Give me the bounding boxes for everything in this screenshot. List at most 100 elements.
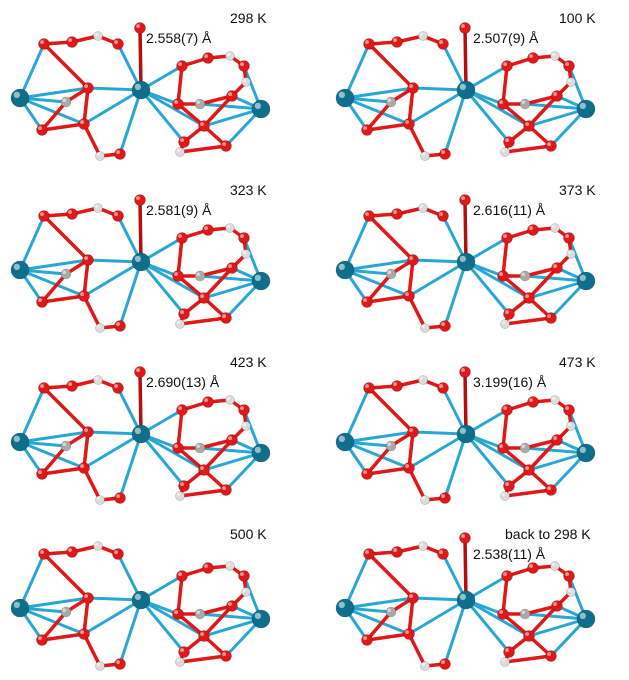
atom-highlight [529, 398, 533, 402]
oxygen-atom [551, 262, 563, 274]
oxygen-atom [437, 210, 449, 222]
atom-highlight [551, 562, 555, 566]
bond [18, 386, 46, 444]
bond [18, 606, 86, 636]
carbon-atom [385, 606, 397, 618]
bond [527, 451, 588, 472]
atom-highlight [553, 602, 557, 606]
atom-highlight [254, 612, 261, 619]
structure-panel-473k: 473 K 3.199(16) Å [333, 350, 629, 510]
atom-highlight [240, 572, 244, 576]
atom-highlight [338, 601, 345, 608]
oxygen-atom [563, 404, 575, 416]
metal-atom [576, 271, 596, 291]
bond [82, 294, 102, 330]
atom-highlight [503, 406, 507, 410]
atom-highlight [38, 298, 42, 302]
bond [367, 386, 415, 434]
atom-highlight [503, 572, 507, 576]
bond [82, 632, 102, 668]
oxygen-atom [503, 308, 515, 320]
oxygen-atom [176, 60, 188, 72]
atom-highlight [363, 126, 367, 130]
oxygen-atom [66, 546, 78, 558]
atom-highlight [240, 62, 244, 66]
oxygen-atom [36, 468, 48, 480]
atom-highlight [222, 652, 226, 656]
atom-highlight [240, 234, 244, 238]
atom-highlight [567, 78, 571, 83]
atom-highlight [441, 660, 445, 664]
oxygen-atom [563, 570, 575, 582]
bond [407, 86, 415, 126]
bond [176, 612, 206, 638]
bond-distance-label: 2.616(11) Å [473, 202, 546, 218]
bond [82, 430, 90, 470]
atoms-group [10, 366, 271, 505]
carbon-atom [385, 268, 397, 280]
bond [42, 214, 90, 262]
bond [82, 260, 143, 298]
metal-atom [131, 252, 151, 272]
bond [118, 260, 143, 328]
bond [40, 610, 68, 642]
oxygen-atom [238, 232, 250, 244]
atom-highlight [525, 122, 529, 126]
atom-highlight [409, 594, 413, 598]
atom-highlight [242, 588, 246, 592]
bond [176, 64, 184, 106]
metal-atom [456, 252, 476, 272]
oxygen-atom [226, 600, 238, 612]
metal-atom [10, 88, 30, 108]
atom-highlight [180, 648, 184, 652]
bond [527, 279, 588, 300]
atom-highlight [228, 264, 232, 268]
oxygen-atom [503, 646, 515, 658]
atom-highlight [242, 422, 246, 426]
atom-highlight [116, 322, 120, 326]
atom-highlight [68, 548, 72, 552]
oxygen-atom [38, 210, 50, 222]
atom-highlight [547, 142, 551, 146]
bond [527, 94, 559, 128]
hydrogen-atom [175, 657, 185, 667]
carbon-atom [519, 608, 531, 620]
atom-highlight [204, 226, 208, 230]
bond [464, 598, 531, 638]
atom-highlight [459, 593, 466, 600]
atom-highlight [116, 660, 120, 664]
atom-highlight [178, 572, 182, 576]
atom-highlight [387, 98, 391, 102]
atom-highlight [393, 548, 397, 552]
atom-highlight [178, 234, 182, 238]
atom-highlight [222, 142, 226, 146]
bond [18, 214, 46, 272]
atom-highlight [94, 542, 99, 546]
metal-atom [335, 432, 355, 452]
bond [343, 214, 371, 272]
atom-highlight [180, 138, 184, 142]
atom-highlight [419, 204, 423, 208]
oxygen-atom [226, 434, 238, 446]
oxygen-atom [114, 658, 126, 670]
atom-highlight [439, 550, 443, 554]
bond [139, 260, 186, 316]
bond [40, 632, 86, 642]
bond [139, 598, 186, 654]
atom-highlight [501, 148, 505, 152]
atoms-group [335, 194, 596, 333]
atom-highlight [499, 610, 503, 614]
atom-highlight [136, 196, 140, 200]
bond [501, 64, 509, 106]
oxygen-atom [38, 38, 50, 50]
atom-highlight [84, 256, 88, 260]
oxygen-atom [361, 124, 373, 136]
metal-atom [456, 80, 476, 100]
atom-highlight [134, 427, 141, 434]
bond [365, 294, 411, 304]
bond [82, 596, 90, 636]
oxygen-atom [172, 270, 184, 282]
atom-highlight [196, 272, 200, 276]
oxygen-atom [545, 650, 557, 662]
bond [198, 102, 263, 111]
